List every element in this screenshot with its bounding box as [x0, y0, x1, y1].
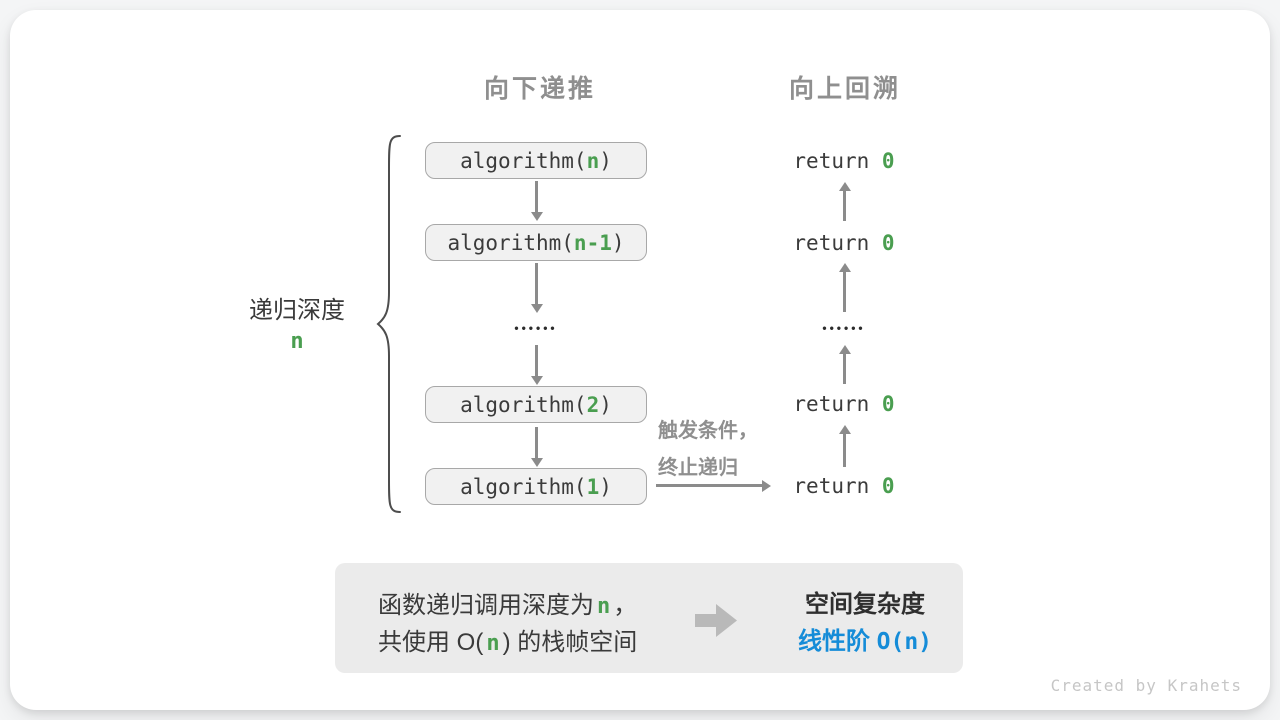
code-text: return — [793, 392, 882, 416]
down-arrow-icon — [535, 181, 538, 212]
up-arrow-icon — [843, 434, 846, 467]
call-box-n: algorithm(n) — [425, 142, 647, 179]
up-arrow-icon — [843, 191, 846, 221]
ellipsis-left: •••••• — [514, 321, 558, 335]
ellipsis-right: •••••• — [822, 321, 866, 335]
code-text: return — [793, 231, 882, 255]
right-arrow-icon — [656, 484, 762, 487]
up-arrow-icon — [843, 354, 846, 384]
down-arrow-icon — [535, 263, 538, 304]
block-arrow-icon — [695, 604, 737, 637]
summary-text: 共使用 O( — [378, 629, 484, 656]
code-value: 0 — [881, 392, 895, 416]
summary-text: ) 的栈帧空间 — [502, 629, 638, 656]
return-statement: return 0 — [784, 474, 904, 498]
code-value: 0 — [881, 149, 895, 173]
code-text: ) — [611, 230, 625, 255]
header-recurse-down: 向下递推 — [483, 75, 596, 103]
result-text: 线性阶 — [797, 628, 877, 655]
code-text: ) — [599, 148, 612, 173]
code-value: 0 — [881, 474, 895, 498]
header-backtrack-up: 向上回溯 — [788, 75, 901, 103]
code-text: algorithm( — [460, 148, 587, 173]
code-text: return — [793, 474, 882, 498]
code-text: algorithm( — [460, 392, 587, 417]
down-arrow-icon — [535, 345, 538, 376]
return-statement: return 0 — [784, 392, 904, 416]
code-text: ) — [599, 392, 612, 417]
up-arrow-icon — [843, 272, 846, 312]
code-text: algorithm( — [447, 230, 574, 255]
code-arg: 1 — [586, 474, 600, 499]
recursion-depth-value: n — [290, 329, 304, 354]
call-box-n-1: algorithm(n-1) — [425, 224, 647, 261]
code-text: algorithm( — [460, 474, 587, 499]
summary-text: ， — [613, 592, 638, 619]
code-arg: n — [586, 148, 600, 173]
return-statement: return 0 — [784, 231, 904, 255]
trigger-line-2: 终止递归 — [658, 457, 738, 479]
call-box-1: algorithm(1) — [425, 468, 647, 505]
result-big-o: O(n) — [876, 629, 933, 655]
code-arg: n-1 — [573, 230, 612, 255]
diagram-card: 向下递推 向上回溯 递归深度 n algorithm(n) algorithm(… — [10, 10, 1270, 710]
space-complexity-title: 空间复杂度 — [805, 591, 925, 618]
trigger-condition-label: 触发条件， 终止递归 — [658, 413, 758, 487]
return-statement: return 0 — [784, 149, 904, 173]
trigger-line-1: 触发条件， — [658, 420, 758, 442]
call-box-2: algorithm(2) — [425, 386, 647, 423]
summary-var: n — [486, 631, 500, 656]
code-text: return — [793, 149, 882, 173]
summary-text: 函数递归调用深度为 — [378, 592, 594, 619]
summary-line-2: 共使用 O(n) 的栈帧空间 — [378, 622, 637, 657]
code-value: 0 — [881, 231, 895, 255]
watermark: Created by Krahets — [1050, 676, 1242, 695]
code-arg: 2 — [586, 392, 600, 417]
recursion-depth-label: 递归深度 — [249, 297, 345, 324]
down-arrow-icon — [535, 427, 538, 458]
summary-var: n — [597, 594, 611, 619]
code-text: ) — [599, 474, 612, 499]
curly-brace — [376, 135, 401, 513]
space-complexity-result: 线性阶 O(n) — [760, 621, 970, 656]
